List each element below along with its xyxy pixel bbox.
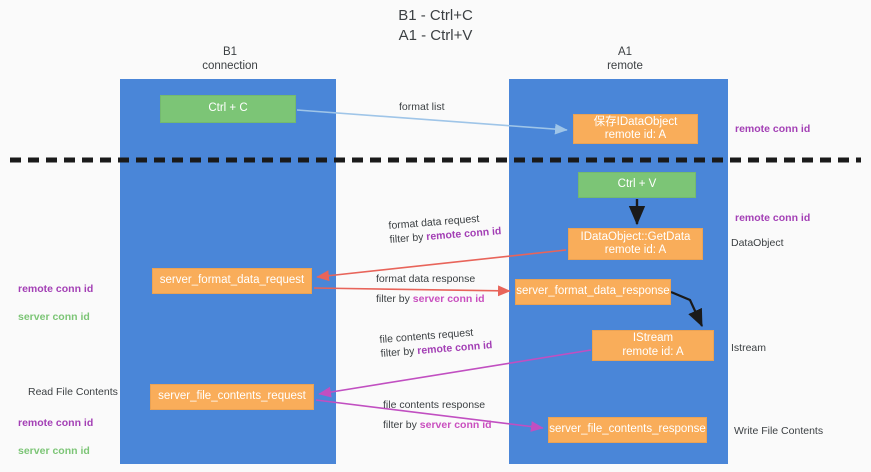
node-save-idataobject[interactable]: 保存IDataObject remote id: A: [573, 114, 698, 144]
side-label-left-conn-ids-top: remote conn id server conn id: [18, 268, 93, 338]
filter-prefix: filter by: [380, 345, 418, 360]
edge-label-file-contents-response-filter: filter by server conn id: [383, 418, 492, 432]
edge-label-format-data-response-filter: filter by server conn id: [376, 292, 485, 306]
side-label-write-file-contents: Write File Contents: [734, 425, 824, 437]
edge-label-format-data-response: format data response filter by server co…: [376, 272, 485, 306]
diagram-title: B1 - Ctrl+C A1 - Ctrl+V: [398, 7, 473, 44]
side-label-remote-conn-id-left-bottom: remote conn id: [18, 417, 94, 429]
edge-label-file-contents-response-title: file contents response: [383, 399, 486, 411]
edge-label-format-list-text: format list: [399, 101, 445, 113]
filter-key-server-conn-id: server conn id: [412, 293, 485, 305]
node-ctrl-v[interactable]: Ctrl + V: [578, 172, 696, 198]
node-server-format-data-response[interactable]: server_format_data_response: [515, 279, 671, 305]
edge-label-format-list: format list: [399, 100, 445, 114]
side-label-remote-conn-id-left-top: remote conn id: [18, 283, 94, 295]
filter-key-server-conn-id: server conn id: [419, 419, 492, 431]
node-ctrl-c[interactable]: Ctrl + C: [160, 95, 296, 123]
filter-prefix: filter by: [383, 419, 420, 431]
node-server-file-contents-request[interactable]: server_file_contents_request: [150, 384, 314, 410]
edge-label-file-contents-response: file contents response filter by server …: [383, 398, 492, 432]
side-label-read-file-contents: Read File Contents: [28, 386, 118, 398]
edge-label-format-data-request: format data request filter by remote con…: [388, 210, 502, 247]
edge-label-file-contents-request: file contents request filter by remote c…: [379, 324, 493, 361]
side-label-remote-conn-id-mid: remote conn id: [735, 212, 811, 224]
filter-prefix: filter by: [376, 293, 413, 305]
node-idataobject-getdata[interactable]: IDataObject::GetData remote id: A: [568, 228, 703, 260]
column-header-b1: B1 connection: [202, 46, 258, 72]
side-label-istream: Istream: [731, 342, 767, 354]
node-istream[interactable]: IStream remote id: A: [592, 330, 714, 361]
filter-prefix: filter by: [389, 231, 427, 246]
side-label-server-conn-id-left-top: server conn id: [18, 311, 90, 323]
side-label-left-conn-ids-bottom: remote conn id server conn id: [18, 402, 93, 472]
edge-label-format-data-response-title: format data response: [376, 273, 476, 285]
side-label-remote-conn-id-top: remote conn id: [735, 123, 811, 135]
node-server-file-contents-response[interactable]: server_file_contents_response: [548, 417, 707, 443]
side-label-dataobject: DataObject: [731, 237, 784, 249]
node-server-format-data-request[interactable]: server_format_data_request: [152, 268, 312, 294]
side-label-server-conn-id-left-bottom: server conn id: [18, 445, 90, 457]
column-header-a1: A1 remote: [607, 46, 643, 72]
